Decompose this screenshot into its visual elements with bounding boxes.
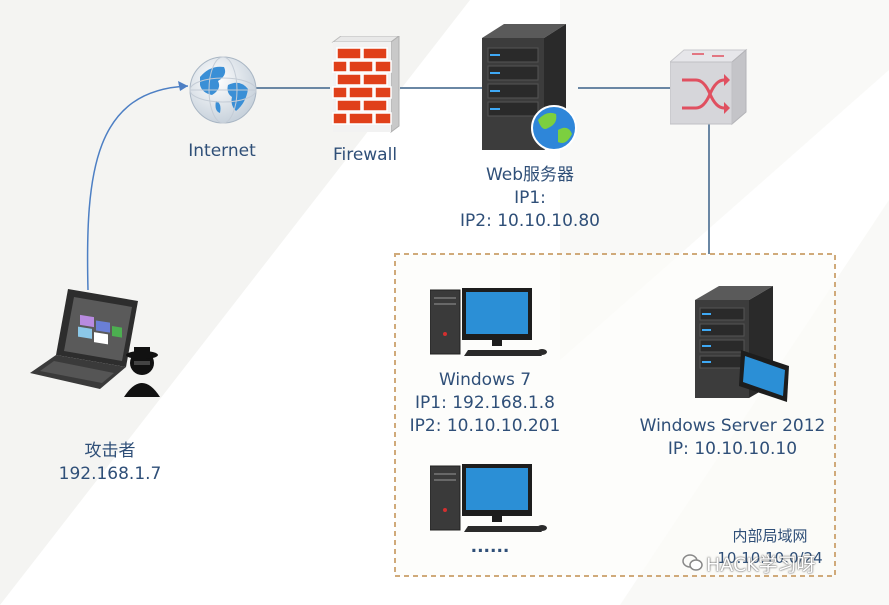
win-server-title: Windows Server 2012 bbox=[639, 416, 826, 436]
desktop-pc-icon bbox=[430, 288, 547, 356]
brick-wall-icon bbox=[331, 36, 400, 133]
win7-title: Windows 7 bbox=[438, 370, 532, 390]
server-tower-icon bbox=[482, 24, 577, 151]
network-switch-icon bbox=[670, 48, 748, 126]
intranet-subnet: 10.10.10.0/24 bbox=[717, 549, 823, 567]
web-server-ip2: IP2: 10.10.10.80 bbox=[460, 211, 600, 231]
desktop-pc-icon-2 bbox=[430, 464, 547, 532]
attacker-title: 攻击者 bbox=[84, 441, 136, 461]
server-monitor-icon bbox=[695, 286, 789, 402]
laptop-hacker-icon bbox=[30, 289, 160, 397]
web-server-ip1: IP1: bbox=[514, 188, 546, 208]
attacker-internet-link bbox=[86, 85, 189, 291]
globe-icon bbox=[189, 56, 257, 124]
win-server-ip: IP: 10.10.10.10 bbox=[667, 439, 798, 459]
link-arrowhead bbox=[178, 81, 188, 91]
wechat-icon bbox=[682, 554, 703, 571]
watermark-text: HACK学习呀 bbox=[706, 554, 816, 576]
win7-ip1: IP1: 192.168.1.8 bbox=[415, 393, 555, 413]
attacker-ip: 192.168.1.7 bbox=[58, 464, 162, 484]
win7-ip2: IP2: 10.10.10.201 bbox=[409, 416, 561, 436]
more-hosts-ellipsis: ...... bbox=[470, 537, 510, 557]
firewall-label: Firewall bbox=[332, 145, 398, 165]
intranet-title: 内部局域网 bbox=[732, 527, 808, 545]
internet-label: Internet bbox=[188, 141, 256, 161]
web-server-title: Web服务器 bbox=[485, 165, 575, 185]
